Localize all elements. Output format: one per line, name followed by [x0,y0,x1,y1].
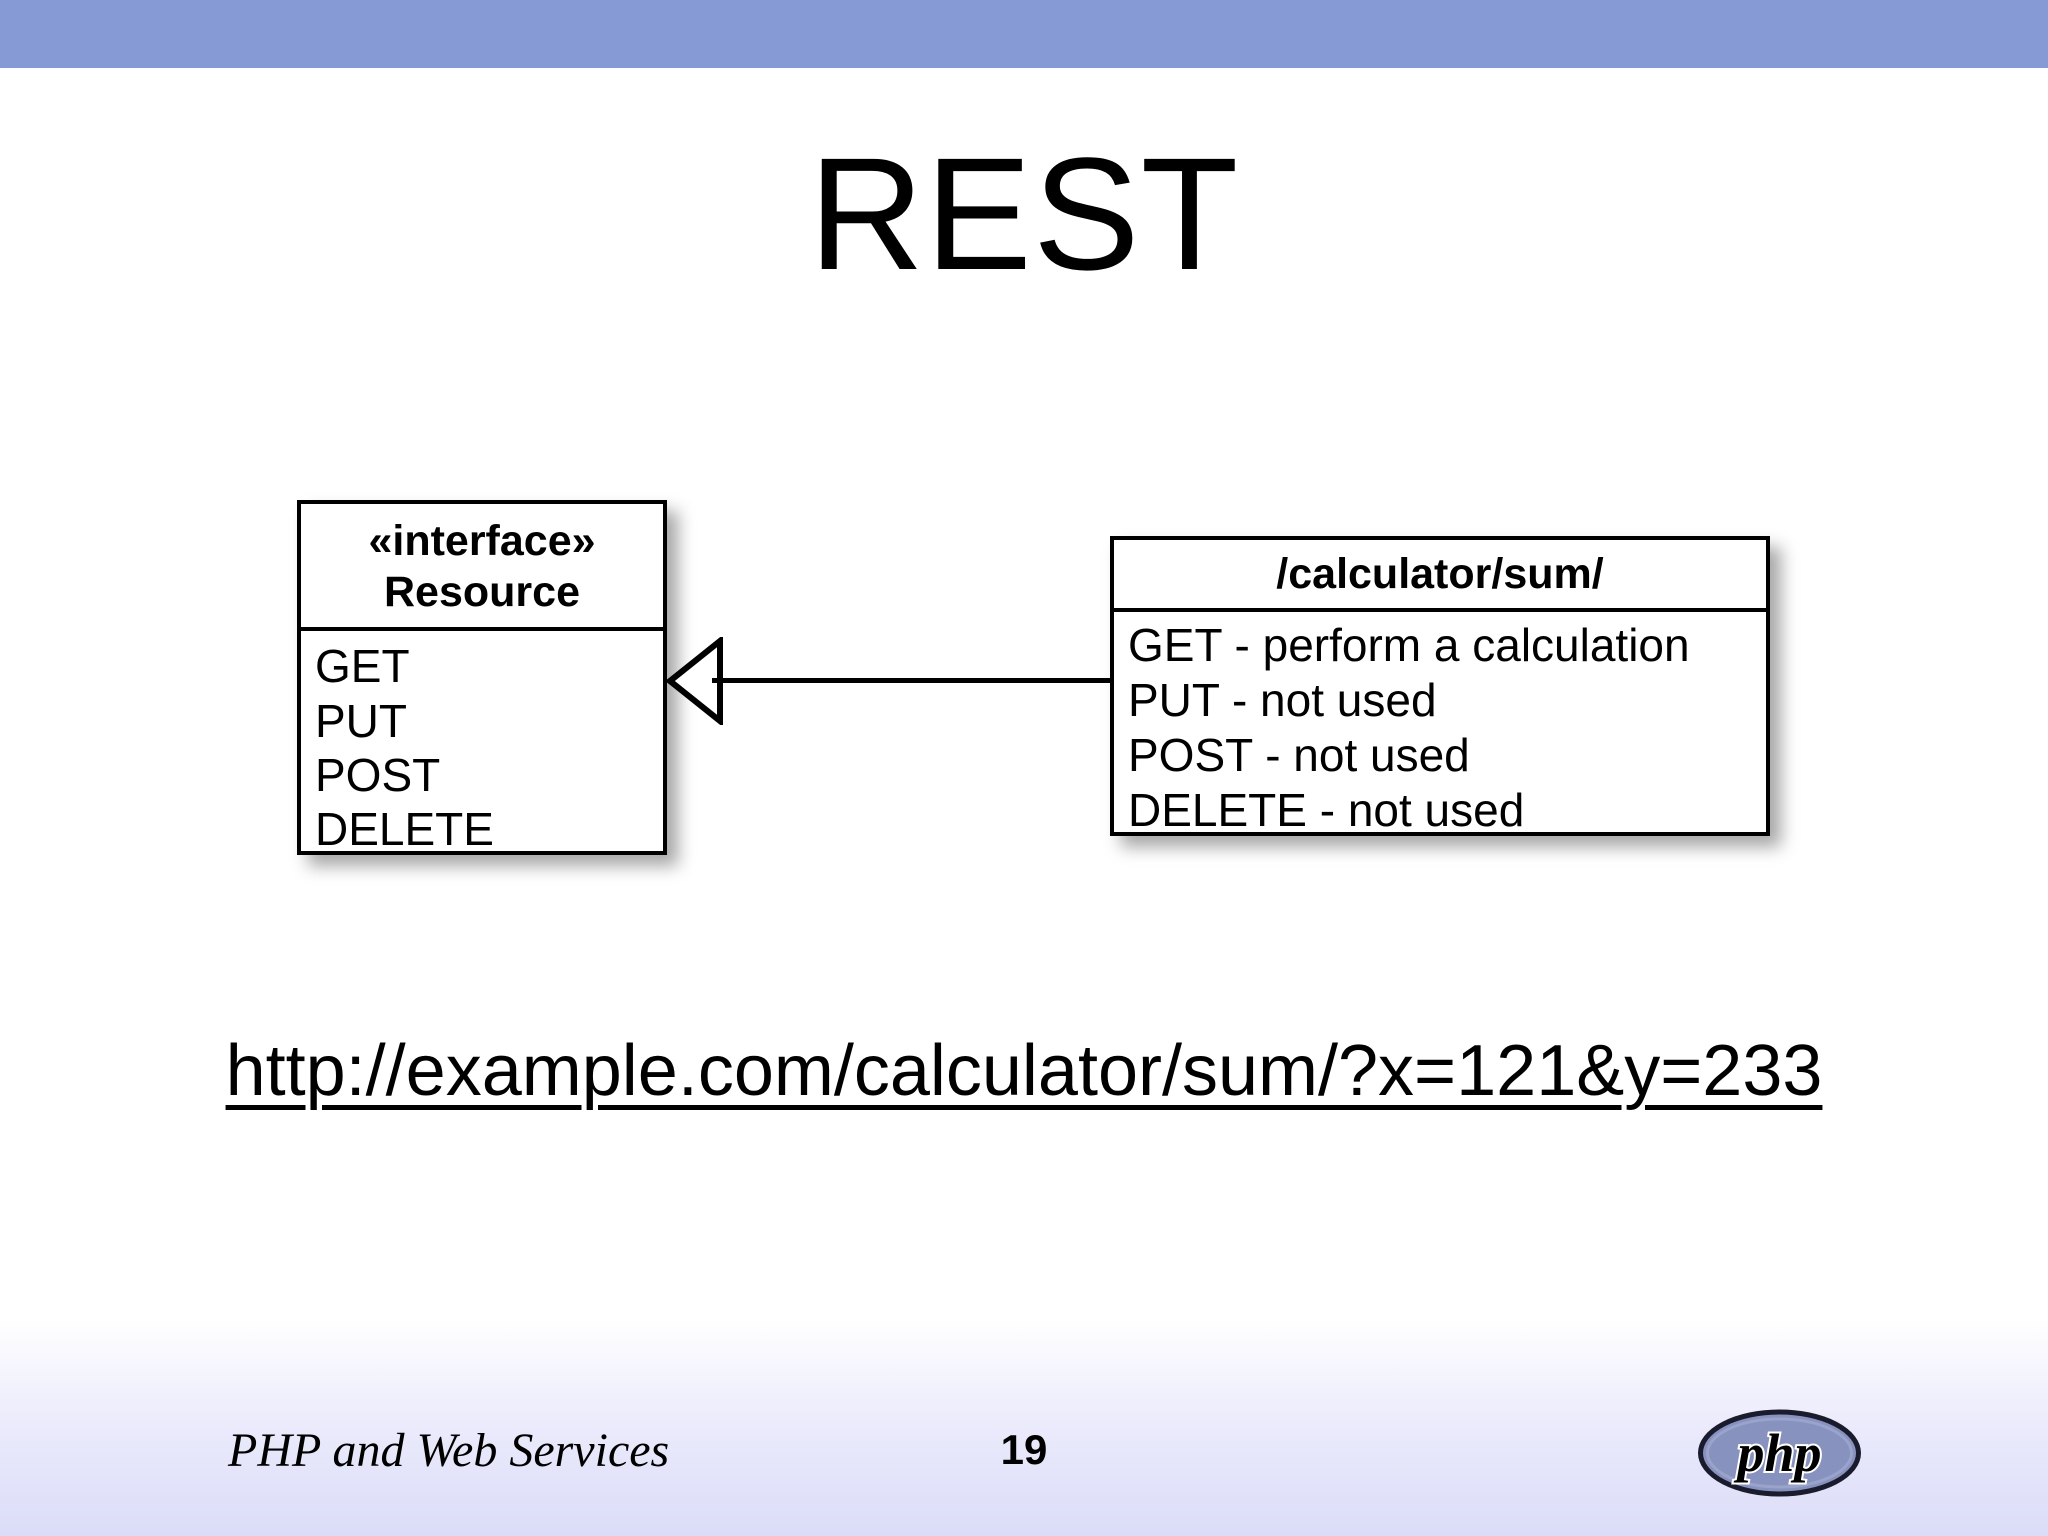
uml-class-box-calculator-sum: /calculator/sum/ GET - perform a calcula… [1110,536,1770,836]
top-accent-bar [0,0,2048,68]
uml-member-item: POST [315,749,441,801]
uml-member-item: DELETE - not used [1128,784,1525,837]
uml-member-item: GET - perform a calculation [1128,618,1690,671]
footer-page-number: 19 [1000,1426,1048,1473]
uml-member-list-resource: GET PUT POST DELETE [301,631,663,856]
uml-class-header-resource: «interface» Resource [301,504,663,632]
uml-class-header-calculator-sum: /calculator/sum/ [1114,540,1766,612]
uml-class-name-label: /calculator/sum/ [1276,550,1604,598]
uml-member-list-calculator-sum: GET - perform a calculation PUT - not us… [1114,612,1766,839]
uml-class-name-label: Resource [384,567,580,616]
uml-class-box-resource: «interface» Resource GET PUT POST DELETE [297,500,667,855]
svg-text:php: php [1733,1423,1821,1483]
uml-member-item: PUT - not used [1128,673,1437,726]
uml-member-item: POST - not used [1128,728,1470,781]
uml-stereotype-label: «interface» [368,517,596,565]
uml-member-item: DELETE [315,803,494,856]
example-url-text: http://example.com/calculator/sum/?x=121… [225,1031,1823,1111]
page-title: REST [808,124,1240,303]
uml-member-item: PUT [315,694,407,747]
php-logo-icon: php [1697,1408,1862,1498]
uml-member-item: GET [315,640,410,693]
slide-footer [0,1320,2048,1536]
uml-relationship-line [712,678,1112,683]
footer-deck-title: PHP and Web Services [228,1424,670,1477]
example-url: http://example.com/calculator/sum/?x=121… [0,1030,2048,1112]
